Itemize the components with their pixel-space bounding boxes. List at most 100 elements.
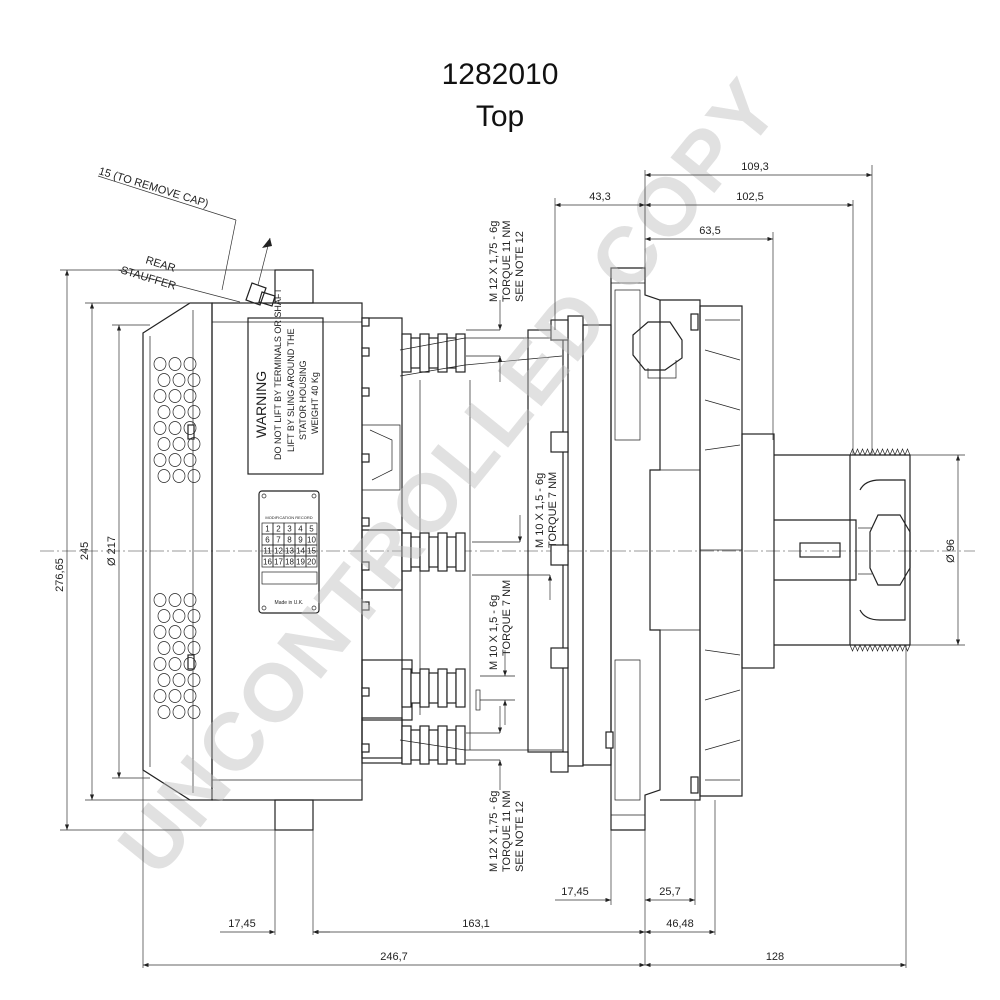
- mod-record-cell: 6: [265, 536, 270, 545]
- dim-102-5: 102,5: [736, 191, 764, 203]
- vent-hole: [153, 421, 167, 435]
- dim-245: 245: [79, 542, 91, 560]
- flange-bolt: [550, 544, 569, 566]
- vent-hole: [153, 657, 167, 671]
- vent-hole: [187, 673, 201, 687]
- warning-label: WARNING DO NOT LIFT BY TERMINALS OR SHAF…: [247, 288, 324, 475]
- flange-bolt: [550, 647, 569, 669]
- callout-bottom-torque: TORQUE 11 NM: [501, 791, 513, 873]
- dim-246-7: 246,7: [380, 951, 408, 963]
- terminal-nut: [410, 729, 421, 761]
- terminal-nut: [401, 725, 412, 765]
- callout-bottom-note: SEE NOTE 12: [514, 801, 526, 872]
- terminal-nut: [455, 333, 466, 373]
- vent-hole: [157, 673, 171, 687]
- vent-hole: [157, 469, 171, 483]
- warning-line-3: STATOR HOUSING: [298, 360, 308, 440]
- terminal-nut: [419, 333, 430, 373]
- dim-17-45-lower: 17,45: [228, 918, 256, 930]
- vent-hole: [157, 609, 171, 623]
- mod-record-cell: 5: [309, 525, 314, 534]
- mod-record-cell: 7: [276, 536, 281, 545]
- vent-hole: [183, 389, 197, 403]
- dim-63-5: 63,5: [699, 225, 720, 237]
- warning-line-1: DO NOT LIFT BY TERMINALS OR SHAFT: [273, 288, 283, 460]
- vent-hole: [187, 373, 201, 387]
- mod-record-cell: 3: [287, 525, 292, 534]
- vent-hole: [153, 593, 167, 607]
- mod-record-cell: 11: [263, 547, 272, 556]
- mod-record-cell: 19: [296, 558, 305, 567]
- terminal-nut: [428, 337, 439, 369]
- watermark-text: UNCONTROLLED COPY: [101, 62, 797, 892]
- terminal-block: [361, 317, 563, 765]
- mod-plate-header: MODIFICATION RECORD: [265, 515, 312, 520]
- terminal-nut: [419, 725, 430, 765]
- warning-line-4: WEIGHT 40 Kg: [310, 372, 320, 434]
- vent-hole: [168, 421, 182, 435]
- vent-hole: [168, 357, 182, 371]
- vent-hole: [172, 641, 186, 655]
- mod-record-cell: 17: [274, 558, 283, 567]
- vent-hole: [187, 641, 201, 655]
- vent-hole: [153, 357, 167, 371]
- callout-lower-thread: M 10 X 1,5 - 6g: [488, 595, 500, 670]
- mod-record-cell: 13: [285, 547, 294, 556]
- mod-record-cell: 14: [296, 547, 305, 556]
- vent-hole: [168, 453, 182, 467]
- dim-17-45-upper: 17,45: [561, 886, 589, 898]
- dim-43-3: 43,3: [589, 191, 610, 203]
- vent-hole: [183, 357, 197, 371]
- vent-hole: [157, 437, 171, 451]
- vent-hole: [172, 373, 186, 387]
- dim-109-3: 109,3: [741, 161, 769, 173]
- terminal-nut: [455, 668, 466, 708]
- vent-hole: [153, 453, 167, 467]
- note-cap-removal: 15 (TO REMOVE CAP): [97, 165, 210, 210]
- mod-record-cell: 10: [307, 536, 316, 545]
- mod-plate-footer: Made in U.K.: [275, 600, 304, 606]
- vent-hole: [157, 373, 171, 387]
- flange-bolt: [550, 431, 569, 453]
- mod-record-cell: 9: [298, 536, 303, 545]
- vent-hole: [183, 657, 197, 671]
- vent-hole: [172, 705, 186, 719]
- mod-record-cell: 2: [276, 525, 281, 534]
- vent-hole: [187, 469, 201, 483]
- vent-hole: [172, 609, 186, 623]
- rear-notes: 15 (TO REMOVE CAP) REAR STAUFFER: [97, 165, 272, 303]
- vent-hole: [183, 625, 197, 639]
- vent-hole: [157, 705, 171, 719]
- vent-hole: [168, 689, 182, 703]
- terminal-nut: [455, 725, 466, 765]
- vent-hole: [183, 421, 197, 435]
- vent-hole: [168, 389, 182, 403]
- terminal-callouts: M 12 X 1,75 - 6g TORQUE 11 NM SEE NOTE 1…: [488, 221, 559, 873]
- view-title: Top: [475, 100, 525, 133]
- callout-lower-torque: TORQUE 7 NM: [501, 580, 513, 656]
- vent-hole: [153, 625, 167, 639]
- terminal-nut: [401, 668, 412, 708]
- vent-hole: [168, 625, 182, 639]
- terminal-nut: [446, 672, 457, 704]
- vent-hole: [168, 657, 182, 671]
- mod-record-cell: 16: [263, 558, 272, 567]
- vent-hole: [187, 437, 201, 451]
- dim-25-7: 25,7: [659, 886, 680, 898]
- vent-hole: [153, 389, 167, 403]
- mod-record-cell: 15: [307, 547, 316, 556]
- stauffer-nipple: [245, 282, 276, 307]
- terminal-nut: [410, 337, 421, 369]
- vent-hole: [187, 705, 201, 719]
- terminal-nut: [410, 672, 421, 704]
- vent-hole: [183, 453, 197, 467]
- vent-hole: [187, 405, 201, 419]
- terminal-nut: [428, 672, 439, 704]
- terminal-nut: [455, 532, 466, 572]
- terminal-nut: [437, 668, 448, 708]
- callout-mid-torque: TORQUE 7 NM: [547, 472, 559, 548]
- vent-hole: [157, 405, 171, 419]
